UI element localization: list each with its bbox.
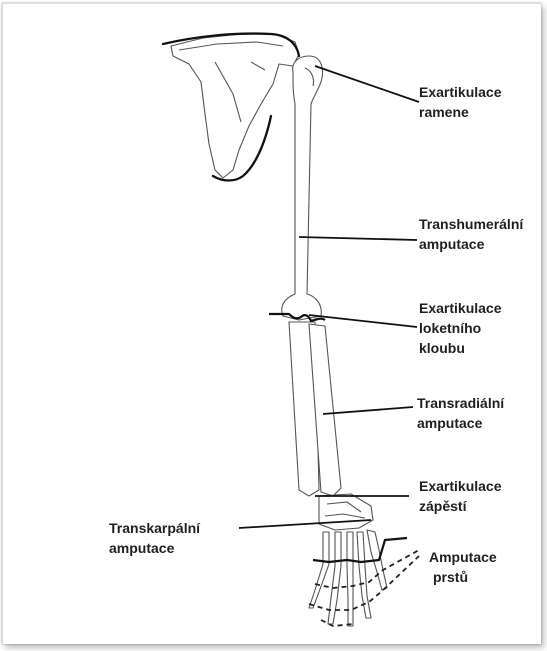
hand-bones (309, 530, 387, 626)
leader-transhumeral (299, 237, 417, 240)
label-transradial-amputation: Transradiální amputace (417, 393, 504, 433)
label-transcarpal-line-2: amputace (109, 540, 174, 556)
carpal-bones (319, 494, 373, 530)
leader-elbow (309, 315, 417, 327)
label-wrist-disarticulation: Exartikulace zápěstí (419, 476, 502, 516)
label-shoulder-line-1: Exartikulace (419, 84, 502, 100)
label-shoulder-line-2: ramene (419, 104, 469, 120)
label-fingers-line-2: prstů (429, 569, 468, 585)
label-transcarpal-line-1: Transkarpální (109, 520, 200, 536)
label-elbow-line-3: kloubu (419, 340, 465, 356)
label-shoulder-disarticulation: Exartikulace ramene (419, 82, 502, 122)
label-transhumeral-line-2: amputace (419, 236, 484, 252)
label-transradial-line-2: amputace (417, 415, 482, 431)
label-transhumeral-amputation: Transhumerální amputace (419, 214, 523, 254)
scapula (171, 34, 299, 178)
label-finger-amputation: Amputace prstů (429, 547, 497, 587)
label-elbow-line-2: loketního (419, 320, 481, 336)
label-transhumeral-line-1: Transhumerální (419, 216, 523, 232)
label-transcarpal-amputation: Transkarpální amputace (109, 518, 200, 558)
forearm-bones (289, 322, 341, 496)
label-elbow-disarticulation: Exartikulace loketního kloubu (419, 298, 502, 358)
leader-transradial (323, 407, 413, 414)
label-transradial-line-1: Transradiální (417, 395, 504, 411)
finger-dashed-line-1 (315, 550, 419, 588)
humerus (282, 56, 323, 320)
label-elbow-line-1: Exartikulace (419, 300, 502, 316)
label-fingers-line-1: Amputace (429, 549, 497, 565)
figure-frame: Exartikulace ramene Transhumerální amput… (2, 3, 541, 644)
label-wrist-line-2: zápěstí (419, 498, 466, 514)
label-wrist-line-1: Exartikulace (419, 478, 502, 494)
leader-shoulder (315, 66, 419, 102)
